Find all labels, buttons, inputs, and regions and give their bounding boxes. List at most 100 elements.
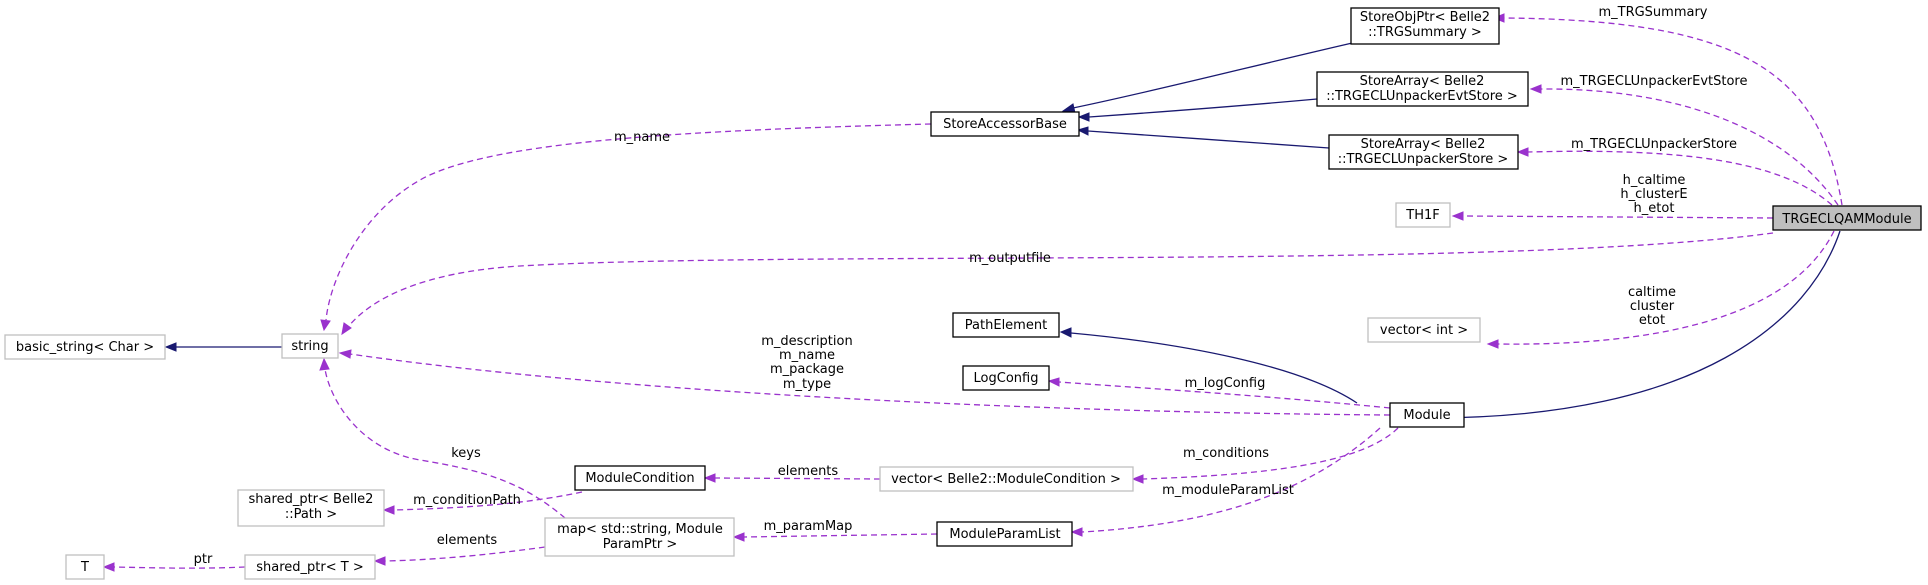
edge-label-line: m_TRGSummary xyxy=(1598,5,1707,20)
edge-module-inherits-pathelement xyxy=(1059,327,1358,404)
node-module[interactable]: Module xyxy=(1389,402,1465,428)
edge-label-line: h_clusterE xyxy=(1620,187,1687,202)
edge-label-line: m_name xyxy=(614,130,670,145)
edge-label-line: m_conditionPath xyxy=(413,493,521,508)
edge-label-line: elements xyxy=(778,464,839,479)
edge-label-line: caltime xyxy=(1628,285,1676,300)
edge-m-logconfig xyxy=(1047,377,1391,409)
node-label: shared_ptr< T > xyxy=(256,560,363,575)
node-t[interactable]: T xyxy=(65,554,105,580)
edge-label-line: m_TRGECLUnpackerEvtStore xyxy=(1561,74,1748,89)
node-vector-modulecondition[interactable]: vector< Belle2::ModuleCondition > xyxy=(879,466,1134,492)
edge-label-line: etot xyxy=(1639,313,1665,328)
edge-storeobjptr-inherits-storeaccessorbase xyxy=(1061,40,1362,114)
node-label: ParamPtr > xyxy=(603,537,678,552)
edge-label-line: ptr xyxy=(194,552,213,567)
edge-label-m-logconfig: m_logConfig xyxy=(1185,376,1266,391)
node-label: ::TRGECLUnpackerStore > xyxy=(1338,152,1509,167)
edge-histograms xyxy=(1451,211,1774,221)
edge-m-outputfile xyxy=(341,232,1774,336)
node-label: string xyxy=(291,339,328,354)
edge-label-line: m_paramMap xyxy=(764,519,853,534)
edge-label-line: m_name xyxy=(779,348,835,363)
node-label: ::TRGSummary > xyxy=(1368,25,1482,40)
node-label: PathElement xyxy=(965,318,1047,333)
node-basic-string[interactable]: basic_string< Char > xyxy=(4,334,166,360)
edge-label-ptr: ptr xyxy=(194,552,213,567)
node-moduleparamlist[interactable]: ModuleParamList xyxy=(936,521,1073,547)
edge-label-m-conditions: m_conditions xyxy=(1183,446,1269,461)
node-label: ::Path > xyxy=(285,507,337,522)
node-sharedptr-t[interactable]: shared_ptr< T > xyxy=(244,554,376,580)
edge-label-histograms: h_caltime h_clusterE h_etot xyxy=(1620,173,1687,216)
node-label: ModuleCondition xyxy=(585,471,694,486)
edge-trgeclqammodule-inherits-module xyxy=(1418,230,1841,423)
edge-string-inherits-basic-string xyxy=(164,342,282,352)
node-label: TH1F xyxy=(1405,208,1439,223)
edge-label-m-trgeclunpackerevtstore: m_TRGECLUnpackerEvtStore xyxy=(1561,74,1748,89)
edge-labels: m_TRGSummary m_TRGECLUnpackerEvtStore m_… xyxy=(194,5,1748,567)
edges xyxy=(102,13,1843,572)
node-trgeclqammodule[interactable]: TRGECLQAMModule xyxy=(1772,205,1922,231)
node-logconfig[interactable]: LogConfig xyxy=(962,365,1050,391)
edge-vectors xyxy=(1486,230,1835,349)
edge-m-conditionpath xyxy=(382,491,583,515)
edge-ptr xyxy=(102,562,246,572)
node-label: ModuleParamList xyxy=(949,527,1060,542)
node-storearray-trgeclunpackerstore[interactable]: StoreArray< Belle2 ::TRGECLUnpackerStore… xyxy=(1328,134,1519,170)
node-label: TRGECLQAMModule xyxy=(1781,212,1911,227)
node-label: StoreArray< Belle2 xyxy=(1361,137,1486,152)
node-pathelement[interactable]: PathElement xyxy=(952,312,1060,338)
node-storearray-trgeclunpackerevtstore[interactable]: StoreArray< Belle2 ::TRGECLUnpackerEvtSt… xyxy=(1316,71,1529,107)
edge-label-line: m_outputfile xyxy=(969,251,1051,266)
node-th1f[interactable]: TH1F xyxy=(1395,202,1451,228)
node-storeobjptr-trgsummary[interactable]: StoreObjPtr< Belle2 ::TRGSummary > xyxy=(1350,7,1500,45)
edge-label-line: elements xyxy=(437,533,498,548)
edge-label-line: h_etot xyxy=(1634,201,1675,216)
edge-storearray-evtstore-inherits-storeaccessorbase xyxy=(1077,98,1318,122)
edge-label-keys: keys xyxy=(451,446,481,461)
edge-label-module-strings: m_description m_name m_package m_type xyxy=(761,334,852,392)
node-modulecondition[interactable]: ModuleCondition xyxy=(574,465,706,491)
node-map-moduleparamptr[interactable]: map< std::string, Module ParamPtr > xyxy=(544,517,735,557)
node-label: Module xyxy=(1403,408,1450,423)
node-string[interactable]: string xyxy=(281,333,339,359)
edge-label-line: m_logConfig xyxy=(1185,376,1266,391)
edge-label-elements-shared: elements xyxy=(437,533,498,548)
node-storeaccessorbase[interactable]: StoreAccessorBase xyxy=(930,111,1080,137)
edge-label-line: cluster xyxy=(1630,299,1675,314)
node-label: basic_string< Char > xyxy=(16,340,154,355)
node-label: vector< Belle2::ModuleCondition > xyxy=(891,472,1121,487)
edge-m-trgeclunpackerevtstore xyxy=(1529,84,1839,206)
edge-m-conditions xyxy=(1131,427,1399,484)
edge-label-line: keys xyxy=(451,446,481,461)
node-vector-int[interactable]: vector< int > xyxy=(1367,317,1481,343)
edge-label-m-name: m_name xyxy=(614,130,670,145)
node-label: shared_ptr< Belle2 xyxy=(249,492,374,507)
nodes: TRGECLQAMModule StoreObjPtr< Belle2 ::TR… xyxy=(4,7,1922,580)
edge-m-trgeclunpackerstore xyxy=(1516,147,1833,206)
edge-label-m-outputfile: m_outputfile xyxy=(969,251,1051,266)
edge-label-line: m_conditions xyxy=(1183,446,1269,461)
edge-label-line: m_description xyxy=(761,334,852,349)
edge-label-m-conditionpath: m_conditionPath xyxy=(413,493,521,508)
edge-keys xyxy=(319,357,566,519)
edge-m-name-storeaccessorbase xyxy=(320,123,932,332)
edge-label-elements-cond: elements xyxy=(778,464,839,479)
node-label: StoreArray< Belle2 xyxy=(1360,74,1485,89)
edge-label-line: m_package xyxy=(770,362,844,377)
edge-m-moduleparamlist xyxy=(1070,427,1381,537)
edge-storearray-store-inherits-storeaccessorbase xyxy=(1076,126,1330,149)
node-label: StoreObjPtr< Belle2 xyxy=(1360,10,1490,25)
edge-label-line: m_moduleParamList xyxy=(1162,483,1294,498)
node-label: map< std::string, Module xyxy=(557,522,723,537)
node-label: StoreAccessorBase xyxy=(943,117,1067,132)
node-sharedptr-path[interactable]: shared_ptr< Belle2 ::Path > xyxy=(237,489,385,527)
edge-label-line: h_caltime xyxy=(1623,173,1686,188)
node-label: T xyxy=(80,560,89,575)
node-label: ::TRGECLUnpackerEvtStore > xyxy=(1326,89,1518,104)
edge-label-m-trgsummary: m_TRGSummary xyxy=(1598,5,1707,20)
edge-label-line: m_type xyxy=(783,377,831,392)
edge-module-strings xyxy=(338,349,1391,416)
